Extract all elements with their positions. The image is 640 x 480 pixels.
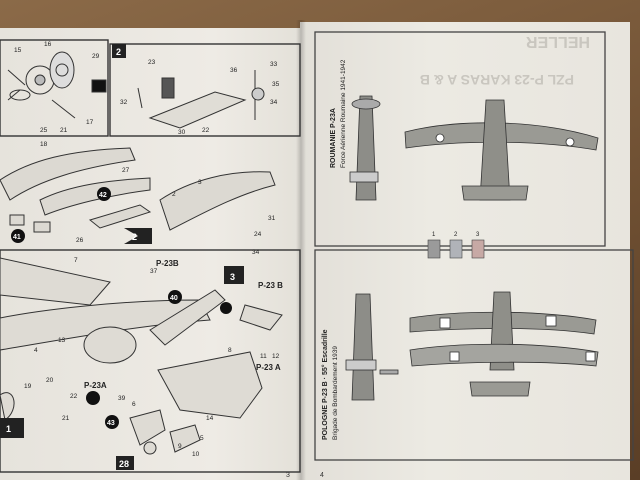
svg-text:37: 37	[150, 268, 158, 275]
svg-text:35: 35	[272, 81, 280, 88]
svg-text:24: 24	[254, 231, 262, 238]
svg-text:26: 26	[76, 237, 84, 244]
svg-text:23: 23	[148, 59, 156, 66]
svg-text:36: 36	[230, 67, 238, 74]
step-tag-3	[224, 266, 244, 284]
label-p23b-top: P-23B	[156, 259, 179, 268]
svg-text:40: 40	[170, 295, 178, 302]
svg-text:17: 17	[86, 119, 94, 126]
svg-text:42: 42	[99, 192, 107, 199]
step-number-3: 3	[230, 272, 235, 282]
page-number-left: 3	[286, 472, 290, 479]
svg-text:34: 34	[252, 249, 260, 256]
scheme-b-side-view	[345, 293, 399, 401]
step-frame-engine	[0, 39, 109, 137]
label-p23a-left: P-23A	[84, 381, 107, 390]
fuselage-halves-drawing	[0, 147, 276, 233]
step-tag-2-mid	[124, 228, 152, 244]
svg-text:21: 21	[62, 415, 70, 422]
svg-text:31: 31	[268, 215, 276, 222]
svg-text:20: 20	[46, 377, 54, 384]
svg-text:14: 14	[206, 415, 214, 422]
step-tag-2-top	[112, 44, 126, 58]
scheme-a-country: ROUMANIE P-23A	[330, 108, 337, 168]
svg-text:32: 32	[120, 99, 128, 106]
scheme-a-unit: Force Aérienne Roumaine 1941-1942	[340, 59, 347, 168]
svg-text:22: 22	[202, 127, 210, 134]
svg-text:8: 8	[228, 347, 232, 354]
color-chip-3: 3	[476, 232, 480, 238]
label-p23b-right: P-23 B	[258, 281, 283, 290]
svg-text:16: 16	[44, 41, 52, 48]
svg-text:25: 25	[40, 127, 48, 134]
svg-text:29: 29	[92, 53, 100, 60]
step-tag-1	[0, 418, 24, 438]
svg-text:2: 2	[172, 191, 176, 198]
color-chips	[427, 239, 485, 259]
step-number-tags	[0, 44, 244, 470]
svg-text:11: 11	[260, 353, 267, 360]
brand-ghost: HELLER	[526, 33, 590, 50]
scheme-a-side-view	[349, 95, 381, 201]
svg-text:9: 9	[178, 443, 182, 450]
step-frame-2	[109, 43, 301, 137]
title-banner: PZL P-23 KARAS A & B	[419, 72, 574, 88]
step-number-2-mid: 2	[132, 232, 137, 242]
svg-text:33: 33	[270, 61, 278, 68]
svg-text:18: 18	[40, 141, 48, 148]
svg-text:43: 43	[107, 420, 115, 427]
svg-text:10: 10	[192, 451, 200, 458]
part-number-labels: 15 16 29 17 21 23 36 33 32 34 35 30 22 2…	[14, 41, 280, 458]
page-number-right: 4	[320, 472, 324, 479]
svg-text:4: 4	[34, 347, 38, 354]
svg-text:27: 27	[122, 167, 130, 174]
svg-text:19: 19	[24, 383, 32, 390]
step-tag-28	[116, 456, 134, 470]
scheme-a-top-view	[404, 99, 599, 201]
scheme-b-country: POLOGNE P-23 B · 55° Escadrille	[322, 329, 329, 440]
propeller-drawing	[7, 51, 107, 119]
step-number-2-top: 2	[116, 47, 121, 57]
svg-text:6: 6	[132, 401, 136, 408]
svg-text:7: 7	[74, 257, 78, 264]
scheme-b-top-view	[409, 291, 599, 397]
svg-text:41: 41	[13, 234, 21, 241]
svg-text:13: 13	[58, 337, 66, 344]
step-number-1: 1	[6, 424, 11, 434]
svg-text:30: 30	[178, 129, 186, 136]
label-p23a-right: P-23 A	[256, 363, 281, 372]
svg-text:22: 22	[70, 393, 78, 400]
scheme-b-unit: Brigade de Bombardement 1939	[332, 346, 339, 440]
instruction-page-right	[300, 22, 630, 480]
color-chip-2: 2	[454, 232, 458, 238]
step-frame-3	[0, 249, 301, 473]
svg-text:3: 3	[198, 179, 202, 186]
svg-text:15: 15	[14, 47, 22, 54]
variant-labels: P-23B P-23 B P-23 A P-23A	[84, 259, 283, 390]
paper-fold	[296, 20, 306, 480]
svg-text:34: 34	[270, 99, 278, 106]
svg-text:12: 12	[272, 353, 280, 360]
svg-text:21: 21	[60, 127, 68, 134]
svg-text:39: 39	[118, 395, 126, 402]
callout-circles	[11, 187, 232, 429]
wing-assembly-drawing	[0, 257, 283, 455]
step-number-28: 28	[119, 459, 129, 469]
svg-text:5: 5	[200, 435, 204, 442]
cockpit-floor-drawing	[137, 70, 265, 129]
color-chip-1: 1	[432, 232, 436, 238]
